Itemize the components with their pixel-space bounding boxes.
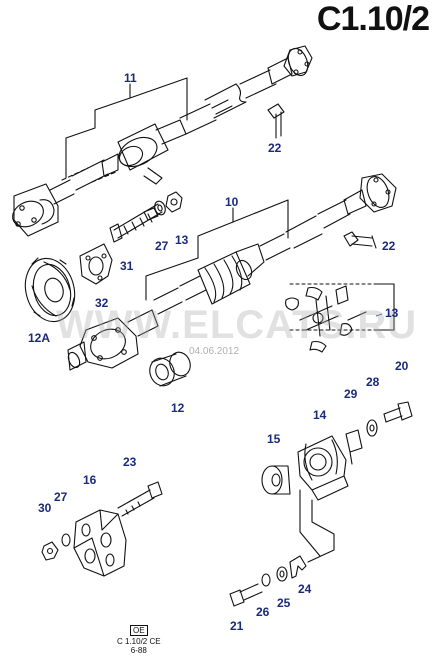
watermark: WWW.ELCATS.RU	[56, 303, 418, 347]
plate-24	[289, 555, 307, 579]
callout-15[interactable]: 15	[267, 432, 281, 446]
stamp-code: OE	[130, 625, 148, 636]
callout-27-upper[interactable]: 27	[155, 239, 169, 253]
propshaft-upper	[12, 45, 313, 237]
callout-14[interactable]: 14	[313, 408, 327, 422]
center-bearing-14	[297, 435, 349, 501]
callout-23[interactable]: 23	[123, 455, 137, 469]
callout-16[interactable]: 16	[83, 473, 97, 487]
page-title: C1.10/2	[316, 0, 430, 38]
callout-30[interactable]: 30	[38, 501, 52, 515]
nut-30	[41, 541, 59, 561]
callout-11[interactable]: 11	[124, 71, 137, 85]
callout-28[interactable]: 28	[366, 375, 380, 389]
callout-13-upper[interactable]: 13	[175, 233, 189, 247]
callout-22-upper[interactable]: 22	[268, 141, 282, 155]
callout-29[interactable]: 29	[344, 387, 358, 401]
callout-21[interactable]: 21	[230, 619, 244, 633]
callout-20[interactable]: 20	[395, 359, 409, 373]
lower-bracket-lines	[299, 489, 335, 563]
stamp-date: 6-88	[130, 646, 147, 655]
stamp-ref: C 1.10/2 CE	[117, 637, 161, 646]
propshaft-lower	[67, 173, 397, 371]
bolt-22-lower	[343, 231, 377, 249]
flex-disc-12a	[24, 257, 76, 323]
washer-27-lower	[61, 533, 71, 547]
watermark-date: 04.06.2012	[189, 346, 240, 357]
callout-26[interactable]: 26	[256, 605, 270, 619]
insulator-15	[261, 465, 291, 495]
bolt-23	[117, 481, 163, 517]
callout-12a[interactable]: 12A	[28, 331, 51, 345]
bolt-22-upper	[267, 103, 285, 139]
callout-24[interactable]: 24	[298, 582, 312, 596]
callout-12[interactable]: 12	[171, 401, 185, 415]
callout-22-lower[interactable]: 22	[382, 239, 396, 253]
callout-27-lower[interactable]: 27	[54, 490, 68, 504]
callout-13-lower[interactable]: 13	[385, 306, 399, 320]
callout-10[interactable]: 10	[225, 195, 239, 209]
uj-kit-13	[285, 283, 395, 353]
callout-31[interactable]: 31	[120, 259, 134, 273]
callout-25[interactable]: 25	[277, 596, 291, 610]
washer-28	[366, 419, 378, 437]
upper-leaders	[61, 167, 117, 183]
bolt-20	[383, 401, 413, 423]
washer-27-upper	[154, 200, 166, 216]
gasket-32	[79, 243, 113, 285]
coupling-16	[73, 509, 127, 577]
washer-25	[276, 566, 288, 582]
revision-stamp: OE C 1.10/2 CE 6-88	[117, 625, 161, 655]
stud-31	[109, 203, 163, 243]
callout-32[interactable]: 32	[95, 296, 109, 310]
washer-26	[261, 573, 271, 587]
nut-13-upper	[165, 191, 183, 213]
bush-12	[149, 351, 191, 387]
bracket-29	[345, 429, 363, 465]
bolt-21	[229, 583, 263, 607]
